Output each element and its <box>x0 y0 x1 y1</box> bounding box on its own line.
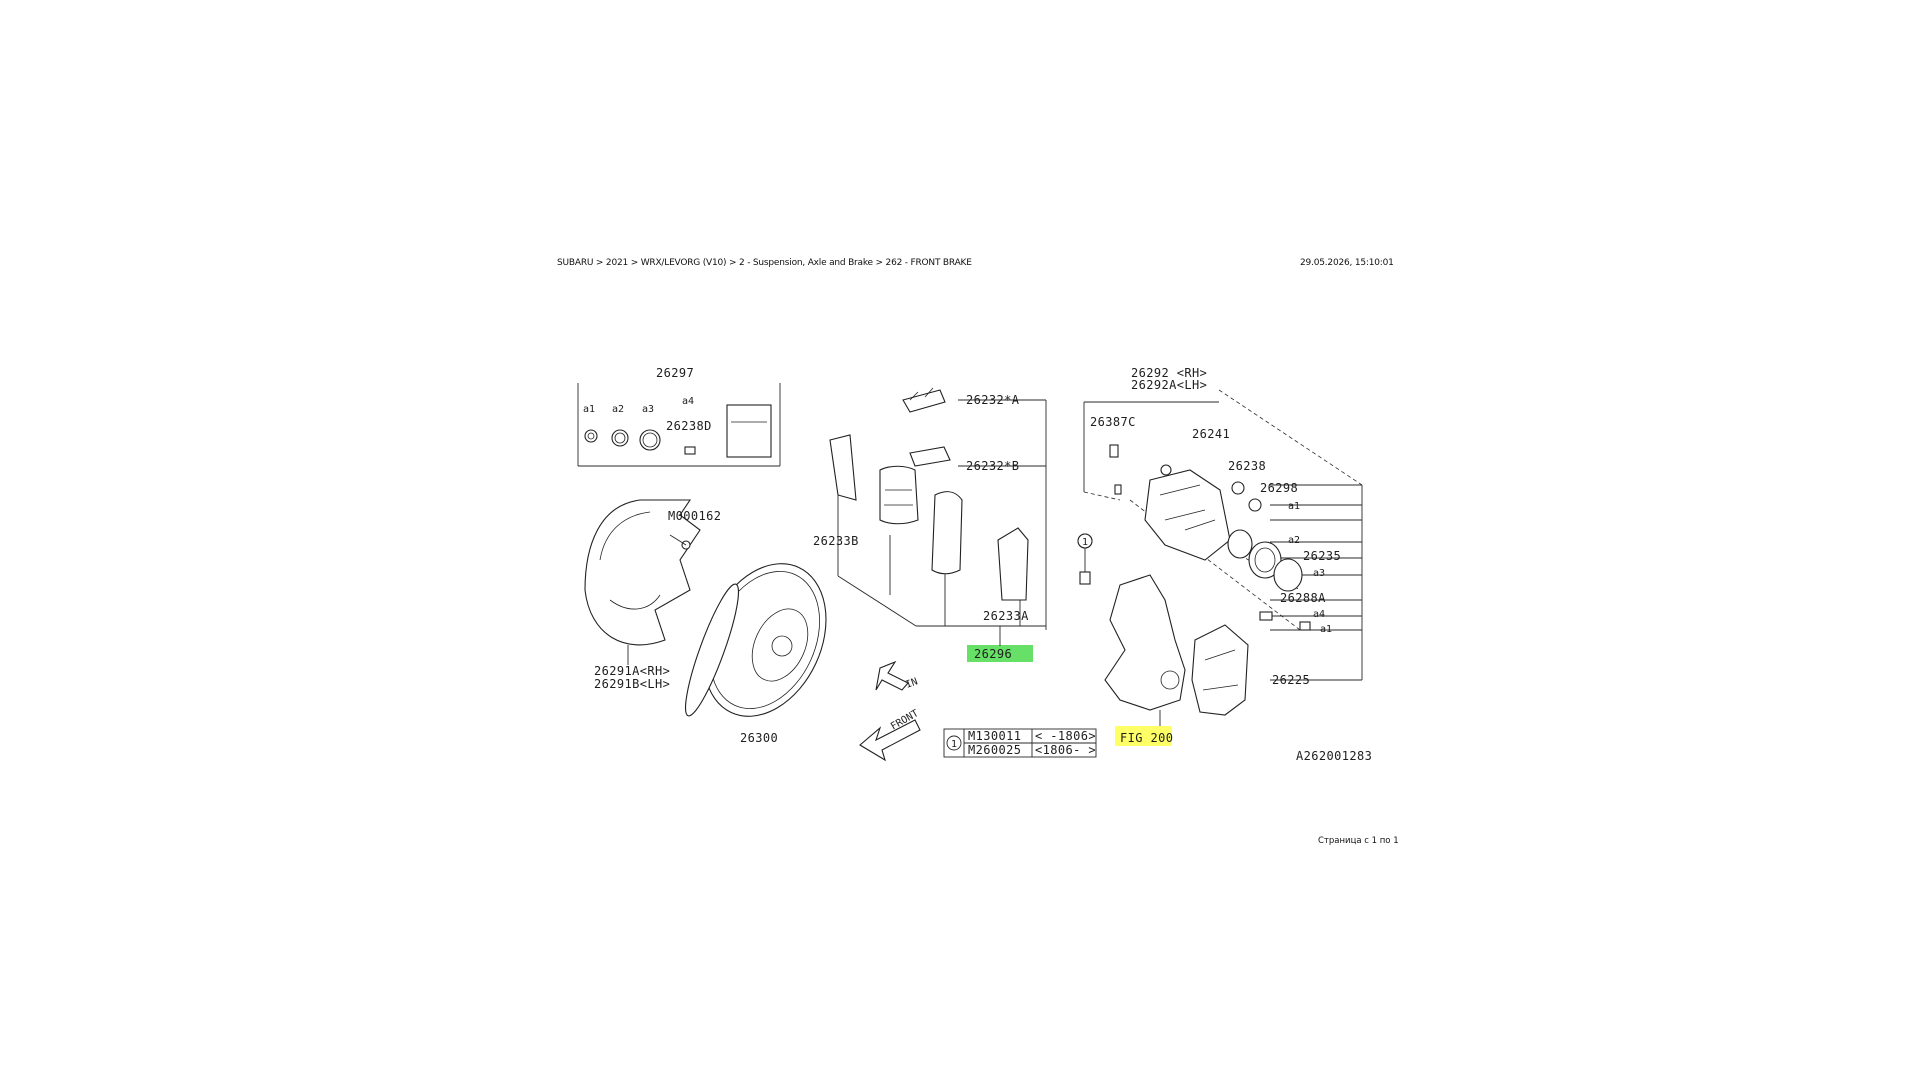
note-marker-circle <box>1077 533 1093 549</box>
label-rotor: 26300 <box>740 731 778 745</box>
label-in: IN <box>904 676 919 690</box>
label-kit-part: 26238D <box>666 419 712 433</box>
caliper-parts <box>1109 444 1311 631</box>
label-kit-a1: a1 <box>583 404 595 415</box>
page-info: Страница с 1 по 1 <box>1318 836 1399 846</box>
label-a1-bot: a1 <box>1320 624 1332 635</box>
label-kit-a3: a3 <box>642 404 654 415</box>
fig-highlight <box>1115 726 1172 746</box>
label-range-2: <1806- > <box>1035 743 1096 757</box>
label-26241: 26241 <box>1192 427 1230 441</box>
label-26238: 26238 <box>1228 459 1266 473</box>
label-26288a: 26288A <box>1280 591 1326 605</box>
kit-parts <box>584 404 772 458</box>
label-shield-lh: 26291B<LH> <box>594 677 670 691</box>
dust-shield-part <box>584 499 701 646</box>
front-arrow <box>859 719 921 762</box>
label-pad-kit: 26296 <box>974 647 1012 661</box>
model-note-table <box>943 728 1097 758</box>
label-a3: a3 <box>1313 568 1325 579</box>
timestamp: 29.05.2026, 15:10:01 <box>1300 258 1394 268</box>
label-clip-b: 26232*B <box>966 459 1019 473</box>
label-kit-a2: a2 <box>612 404 624 415</box>
pad-kit-highlight <box>967 645 1033 662</box>
label-caliper-lh: 26292A<LH> <box>1131 378 1207 392</box>
label-a1-top: a1 <box>1288 501 1300 512</box>
label-note-marker: 1 <box>951 739 957 750</box>
label-range-1: < -1806> <box>1035 729 1096 743</box>
label-bolt: M000162 <box>668 509 721 523</box>
label-model-2: M260025 <box>968 743 1021 757</box>
brake-rotor-part <box>684 563 827 717</box>
brake-pad-parts <box>829 387 1029 601</box>
label-a2: a2 <box>1288 535 1300 546</box>
label-model-1: M130011 <box>968 729 1021 743</box>
label-shim: 26233B <box>813 534 859 548</box>
label-kit-a4: a4 <box>682 396 694 407</box>
label-diagram-code: A262001283 <box>1296 749 1372 763</box>
label-a4: a4 <box>1313 609 1325 620</box>
label-bracket: 26225 <box>1272 673 1310 687</box>
label-pad: 26233A <box>983 609 1029 623</box>
label-caliper-rh: 26292 <RH> <box>1131 366 1207 380</box>
knuckle-bracket-parts <box>1077 533 1249 716</box>
label-26298: 26298 <box>1260 481 1298 495</box>
label-clip-a: 26232*A <box>966 393 1020 407</box>
label-kit: 26297 <box>656 366 694 380</box>
label-fig[interactable]: FIG 200 <box>1120 731 1173 745</box>
label-shield-rh: 26291A<RH> <box>594 664 670 678</box>
breadcrumb: SUBARU > 2021 > WRX/LEVORG (V10) > 2 - S… <box>557 258 972 268</box>
label-26387c: 26387C <box>1090 415 1136 429</box>
label-note-marker-top: 1 <box>1082 537 1088 548</box>
label-26235: 26235 <box>1303 549 1341 563</box>
in-arrow <box>875 660 909 691</box>
